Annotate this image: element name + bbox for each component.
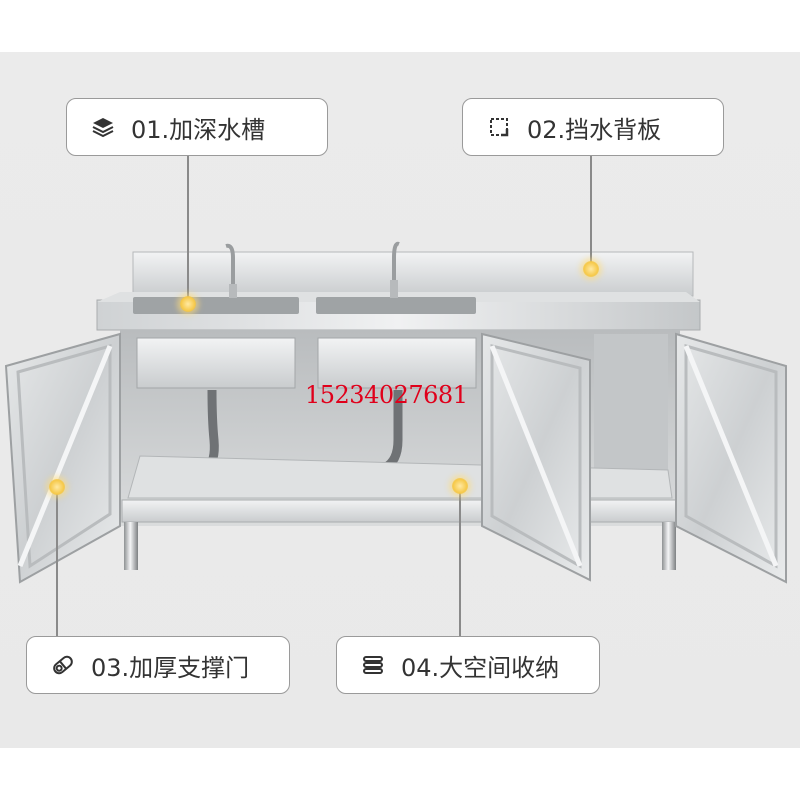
callout-label: 01.加深水槽 — [131, 115, 266, 144]
marker-dot-02 — [583, 261, 599, 277]
callout-deep-sink: 01.加深水槽 — [66, 98, 328, 156]
callout-label: 02.挡水背板 — [527, 115, 662, 144]
callout-label: 03.加厚支撑门 — [91, 653, 250, 682]
overlay-phone-number: 15234027681 — [305, 381, 468, 409]
leader-line-03 — [56, 488, 58, 636]
callout-backsplash: 02.挡水背板 — [462, 98, 724, 156]
callout-storage: 04.大空间收纳 — [336, 636, 600, 694]
marker-dot-03 — [49, 479, 65, 495]
stacked-bars-icon — [359, 651, 387, 679]
layers-icon — [89, 113, 117, 141]
leader-line-04 — [459, 486, 461, 636]
callout-label: 04.大空间收纳 — [401, 653, 560, 682]
marker-dot-01 — [180, 296, 196, 312]
leader-line-02 — [590, 156, 592, 268]
callout-thick-door: 03.加厚支撑门 — [26, 636, 290, 694]
hinge-roller-icon — [49, 651, 77, 679]
marker-dot-04 — [452, 478, 468, 494]
corner-frame-icon — [485, 113, 513, 141]
leader-line-01 — [187, 156, 189, 304]
